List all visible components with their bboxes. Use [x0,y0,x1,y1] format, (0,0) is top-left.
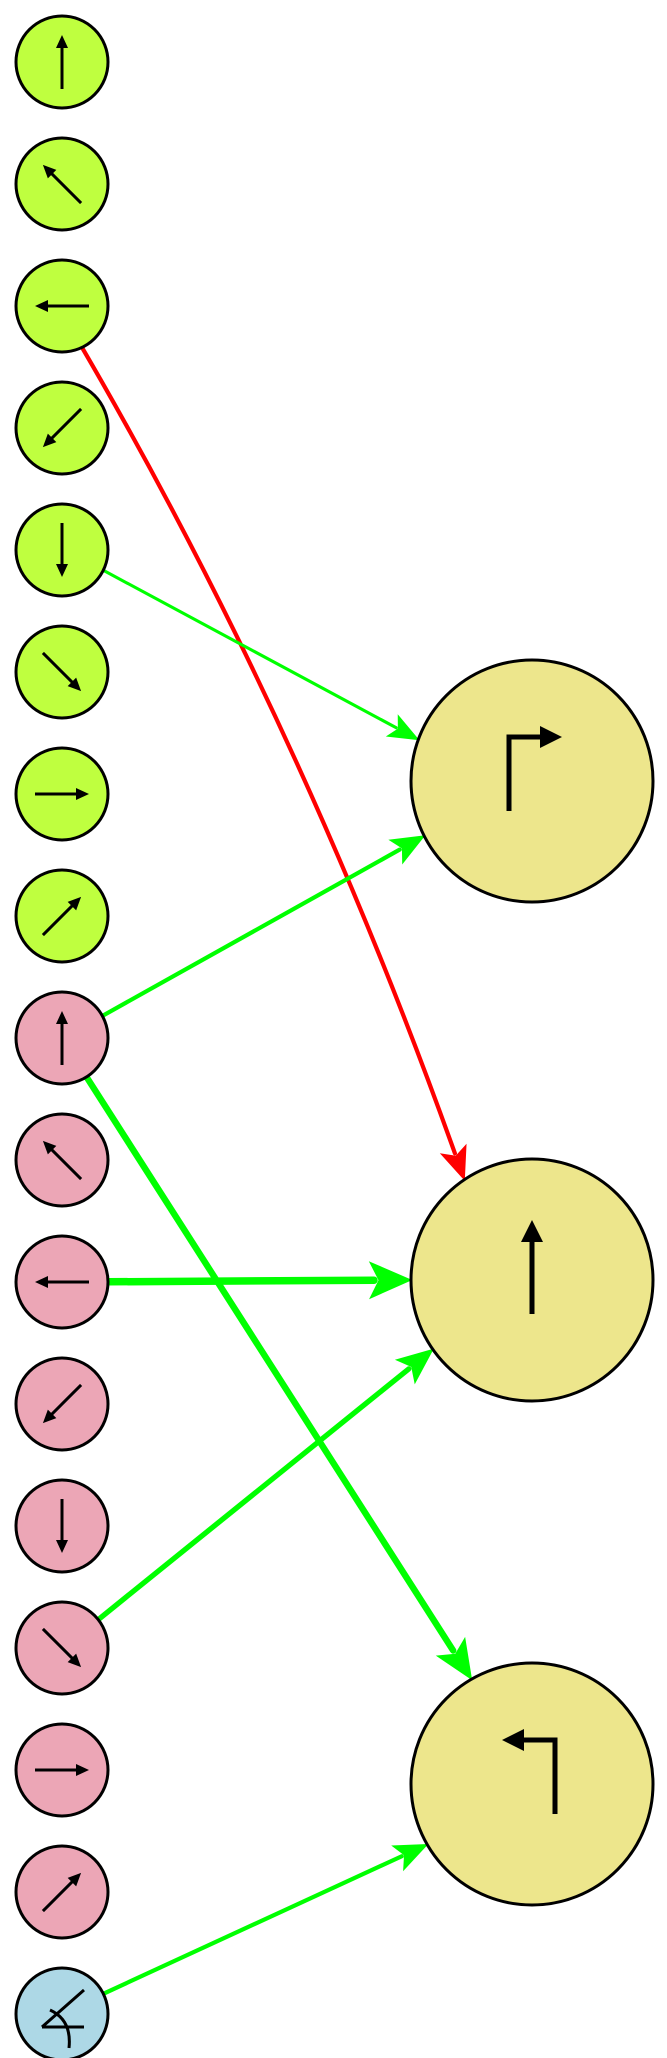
input-node-g-left [14,258,110,354]
output-node-out-straight [409,1157,655,1403]
input-node-p-down-right [14,1600,110,1696]
input-node-g-down [14,502,110,598]
edge-line [95,1366,412,1623]
edge-arrowhead [435,1636,473,1681]
edge-g-down-to-out-turn-right [101,568,420,741]
edge-arrowhead [385,714,420,741]
arrow-up-right-icon [41,896,82,937]
arrow-down-icon [56,1499,68,1553]
edge-line [104,1276,378,1286]
edge-p-down-right-to-out-straight [95,1348,434,1623]
arrow-up-right-icon [41,1872,82,1913]
input-node-g-down-left [14,380,110,476]
input-node-g-up [14,14,110,110]
turn-left-icon [502,1729,558,1814]
edge-arrowhead [368,1261,413,1300]
edge-arrowhead [439,1143,467,1181]
edge-arrowhead [388,835,426,865]
output-node-out-turn-left [409,1661,655,1907]
arrow-down-left-icon [42,407,83,448]
input-node-b-angle [14,1966,110,2058]
arrow-right-icon [35,1764,89,1776]
output-node-circle [409,658,655,904]
edge-line [100,847,402,1019]
input-node-g-up-left [14,136,110,232]
arrow-up-icon [56,35,68,89]
input-node-p-down [14,1478,110,1574]
edge-line [83,1073,457,1654]
arrow-down-left-icon [42,1383,83,1424]
output-node-out-turn-right [409,658,655,904]
angle-icon [41,1988,85,2049]
input-node-p-up [14,990,110,1086]
input-node-g-up-right [14,868,110,964]
input-node-p-up-left [14,1112,110,1208]
input-node-p-down-left [14,1356,110,1452]
arrow-left-icon [35,1276,89,1288]
arrow-down-right-icon [41,1627,82,1668]
arrow-right-icon [35,788,89,800]
edge-p-up-to-out-turn-right [100,835,426,1019]
edge-g-left-to-out-straight [79,345,467,1181]
edge-p-up-to-out-turn-left [83,1073,473,1681]
input-node-circle [14,1966,110,2058]
input-node-p-right [14,1722,110,1818]
edge-arrowhead [394,1348,434,1385]
arrow-up-icon [56,1011,68,1065]
arrow-down-right-icon [41,651,82,692]
straight-up-icon [521,1220,543,1314]
nodes-layer [14,14,655,2058]
edge-line [101,1854,404,1996]
input-node-p-up-right [14,1844,110,1940]
edge-line [79,345,458,1156]
input-node-g-down-right [14,624,110,720]
edge-b-angle-to-out-turn-left [101,1843,429,1996]
arrow-up-left-icon [42,164,83,205]
edges-layer [79,345,473,1996]
edge-p-left-to-out-straight [104,1261,413,1300]
input-node-g-right [14,746,110,842]
output-node-circle [409,1661,655,1907]
arrow-left-icon [35,300,89,312]
edge-line [101,568,398,730]
arrow-down-icon [56,523,68,577]
turn-right-icon [506,726,562,811]
arrow-up-left-icon [42,1140,83,1181]
edge-arrowhead [391,1843,429,1872]
input-node-p-left [14,1234,110,1330]
